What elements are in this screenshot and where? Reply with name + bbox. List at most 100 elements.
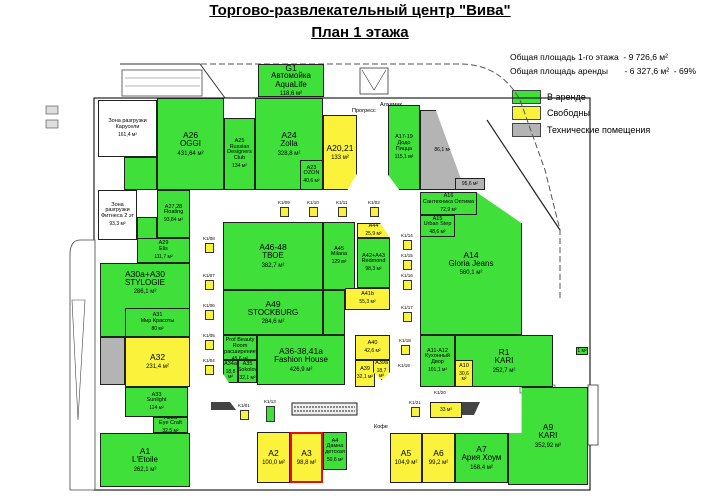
kiosk-k1-09[interactable]	[280, 207, 289, 217]
kiosk-label: K1/15	[401, 253, 413, 258]
unit-area: 111,7 м²	[154, 253, 173, 260]
kiosk-k1-07[interactable]	[205, 280, 214, 290]
kiosk-k1-02[interactable]	[370, 207, 379, 217]
unit-area: 101,1 м²	[427, 367, 447, 374]
kiosk-k1-17[interactable]	[403, 312, 412, 322]
unit-unit-42[interactable]: 33 м²	[430, 402, 462, 418]
unit-area: 32,1 м²	[356, 373, 374, 380]
unit-name: Sunlight	[146, 397, 167, 404]
kiosk-k1-08[interactable]	[205, 243, 214, 253]
kiosk-k1-01[interactable]	[240, 410, 249, 420]
unit-code: A30a+A30	[125, 269, 165, 279]
unit-code: A16	[443, 193, 454, 200]
kiosk-label: K1/11	[336, 200, 348, 205]
unit-code: A23	[306, 164, 317, 171]
unit-name: Elis	[159, 245, 168, 252]
unit-code: A25	[234, 137, 245, 144]
unit-extension	[124, 157, 157, 190]
legend-label: Технические помещения	[547, 125, 651, 135]
unit-a34[interactable]: A34Prof Beauty Room (расширение)45,6 м²	[223, 335, 257, 360]
unit-area: 161,4 м²	[117, 131, 137, 138]
unit-area: 98,8 м²	[296, 459, 317, 466]
kiosk-label: K1/09	[278, 200, 290, 205]
kiosk-k1-18[interactable]	[401, 345, 410, 355]
unit-code: A29	[158, 240, 169, 247]
unit-code: A14	[463, 249, 479, 260]
unit-area: 50,6 м²	[326, 457, 344, 464]
unit-code: G1	[285, 64, 297, 73]
kiosk-k1-05[interactable]	[205, 340, 214, 350]
kiosk-k1-04[interactable]	[205, 365, 214, 375]
kiosk-label: K1/16	[401, 273, 413, 278]
kiosk-k1-21[interactable]	[411, 407, 420, 417]
unit-name: Додо Пицца	[395, 139, 413, 152]
unit-area: 98,3 м²	[365, 266, 382, 273]
kiosk-k1-11[interactable]	[338, 207, 347, 217]
unit-area: 33 м²	[439, 407, 453, 414]
kiosk-k1-14[interactable]	[403, 240, 412, 250]
unit-code: A35	[242, 361, 253, 368]
unit-area: 42,6 м²	[364, 347, 381, 354]
unit-area: 129 м²	[331, 259, 347, 266]
kiosk-label: K1/18	[399, 338, 411, 343]
kiosk-k1-10[interactable]	[309, 207, 318, 217]
unit-area: 118,6 м²	[279, 91, 303, 97]
unit-unit-46[interactable]: 1 м²	[576, 347, 588, 355]
unit-unit-9[interactable]: 95,6 м²	[455, 178, 485, 190]
unit-name: KARI	[538, 431, 558, 441]
kiosk-k1-15[interactable]	[403, 260, 412, 270]
unit-area: 262,1 м²	[133, 466, 157, 473]
unit-name: Prof Beauty Room (расширение)	[223, 337, 257, 355]
kiosk-k1-16[interactable]	[403, 280, 412, 290]
unit-name: STOCKBURG	[247, 307, 299, 317]
kiosk-k1-13[interactable]	[266, 406, 275, 422]
unit-area: 328,8 м²	[277, 150, 301, 157]
unit-area: 114 м²	[149, 405, 164, 412]
unit-area: 55,3 м²	[359, 299, 376, 306]
unit-area: 168,4 м²	[470, 464, 493, 471]
unit-area: 252,7 м²	[492, 367, 516, 374]
unit-code: A39	[360, 365, 370, 372]
kiosk-k1-06[interactable]	[205, 310, 214, 320]
legend-technical: Технические помещения	[512, 123, 650, 137]
unit-area: 45,6 м²	[231, 356, 249, 360]
